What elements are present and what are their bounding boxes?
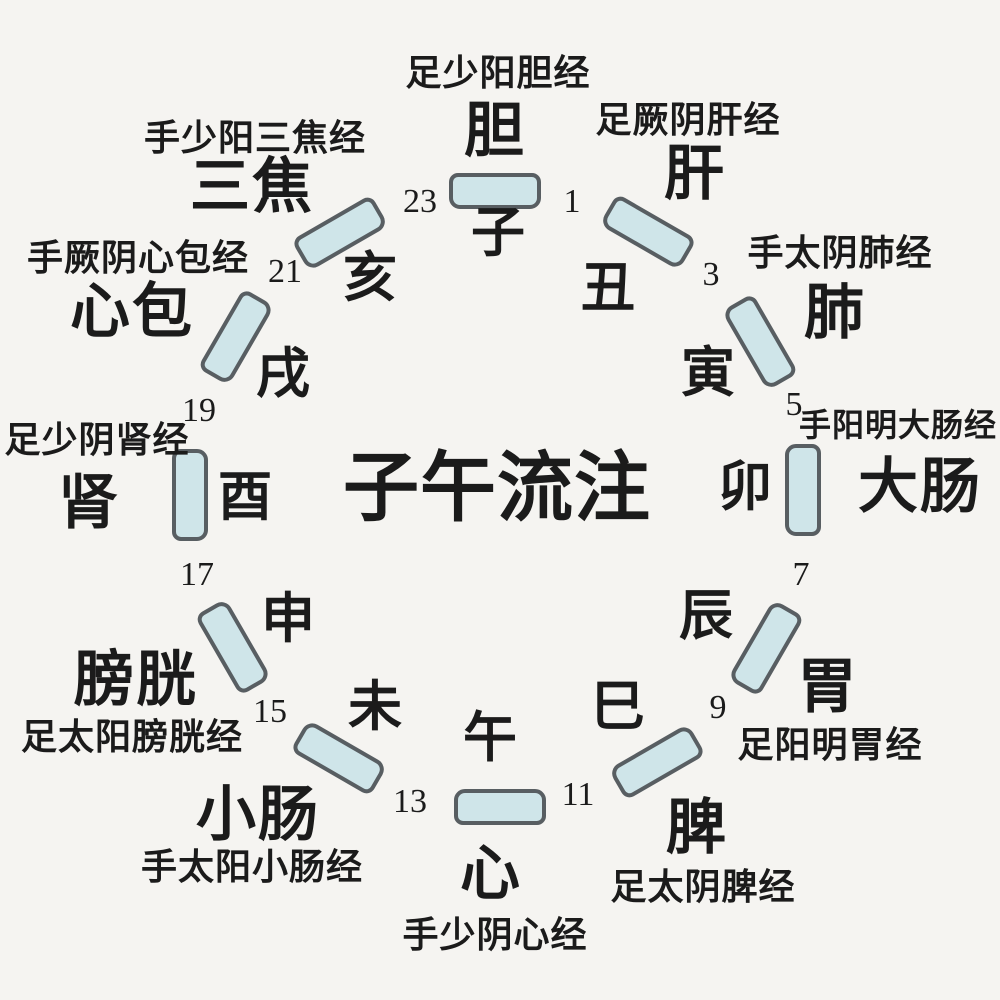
hour-label-19: 19: [182, 392, 216, 429]
organ-label-liver: 肝: [664, 141, 726, 207]
hour-label-3: 3: [702, 256, 720, 293]
organ-label-pericardium: 心包: [70, 279, 194, 345]
branch-label-yin: 寅: [681, 343, 735, 403]
meridian-label-liver: 足厥阴肝经: [595, 100, 781, 140]
hour-label-23: 23: [403, 183, 437, 220]
branch-label-chen: 辰: [679, 586, 733, 646]
branch-label-shen: 申: [261, 589, 315, 649]
arc-segment-you: [172, 449, 208, 541]
organ-label-sanjiao: 三焦: [190, 154, 314, 220]
hour-label-11: 11: [561, 776, 595, 813]
hour-label-15: 15: [253, 693, 287, 730]
meridian-label-heart: 手少阴心经: [402, 915, 588, 955]
meridian-label-large-intestine: 手阳明大肠经: [798, 407, 998, 443]
arc-segment-shen: [194, 598, 272, 696]
branch-label-wei: 未: [348, 677, 402, 737]
organ-label-gallbladder: 胆: [464, 98, 526, 164]
branch-label-zi: 子: [471, 203, 525, 263]
arc-segment-mao: [785, 444, 821, 536]
arc-segment-wu: [454, 789, 546, 825]
meridian-label-spleen: 足太阴脾经: [610, 867, 796, 907]
meridian-label-lung: 手太阴肺经: [747, 233, 933, 273]
branch-label-mao: 卯: [718, 457, 772, 517]
branch-label-xu: 戌: [256, 344, 310, 404]
arc-segment-zi: [449, 173, 541, 209]
hour-label-17: 17: [180, 556, 214, 593]
branch-label-hai: 亥: [343, 248, 397, 308]
branch-label-you: 酉: [218, 467, 272, 527]
meridian-label-stomach: 足阳明胃经: [737, 725, 923, 765]
organ-label-lung: 肺: [804, 280, 866, 346]
branch-label-wu: 午: [463, 708, 517, 768]
organ-label-stomach: 胃: [797, 654, 859, 720]
organ-label-large-intestine: 大肠: [858, 454, 982, 520]
hour-label-7: 7: [792, 556, 810, 593]
organ-label-kidney: 肾: [58, 470, 120, 536]
branch-label-chou: 丑: [581, 258, 635, 318]
hour-label-21: 21: [268, 253, 302, 290]
hour-label-9: 9: [709, 689, 727, 726]
meridian-label-bladder: 足太阳膀胱经: [20, 717, 244, 757]
meridian-label-gallbladder: 足少阳胆经: [405, 53, 591, 93]
organ-label-spleen: 脾: [666, 795, 728, 861]
hour-label-5: 5: [785, 386, 803, 423]
branch-label-si: 巳: [591, 677, 645, 737]
organ-label-heart: 心: [460, 841, 522, 907]
organ-label-bladder: 膀胱: [74, 647, 198, 713]
hour-label-1: 1: [563, 183, 581, 220]
center-title: 子午流注: [343, 447, 651, 531]
meridian-label-small-intestine: 手太阳小肠经: [140, 847, 364, 887]
organ-label-small-intestine: 小肠: [196, 782, 320, 848]
arc-segment-chen: [727, 599, 805, 697]
hour-label-13: 13: [393, 783, 427, 820]
meridian-label-sanjiao: 手少阳三焦经: [143, 118, 367, 158]
meridian-label-pericardium: 手厥阴心包经: [26, 238, 250, 278]
meridian-label-kidney: 足少阴肾经: [4, 420, 190, 460]
